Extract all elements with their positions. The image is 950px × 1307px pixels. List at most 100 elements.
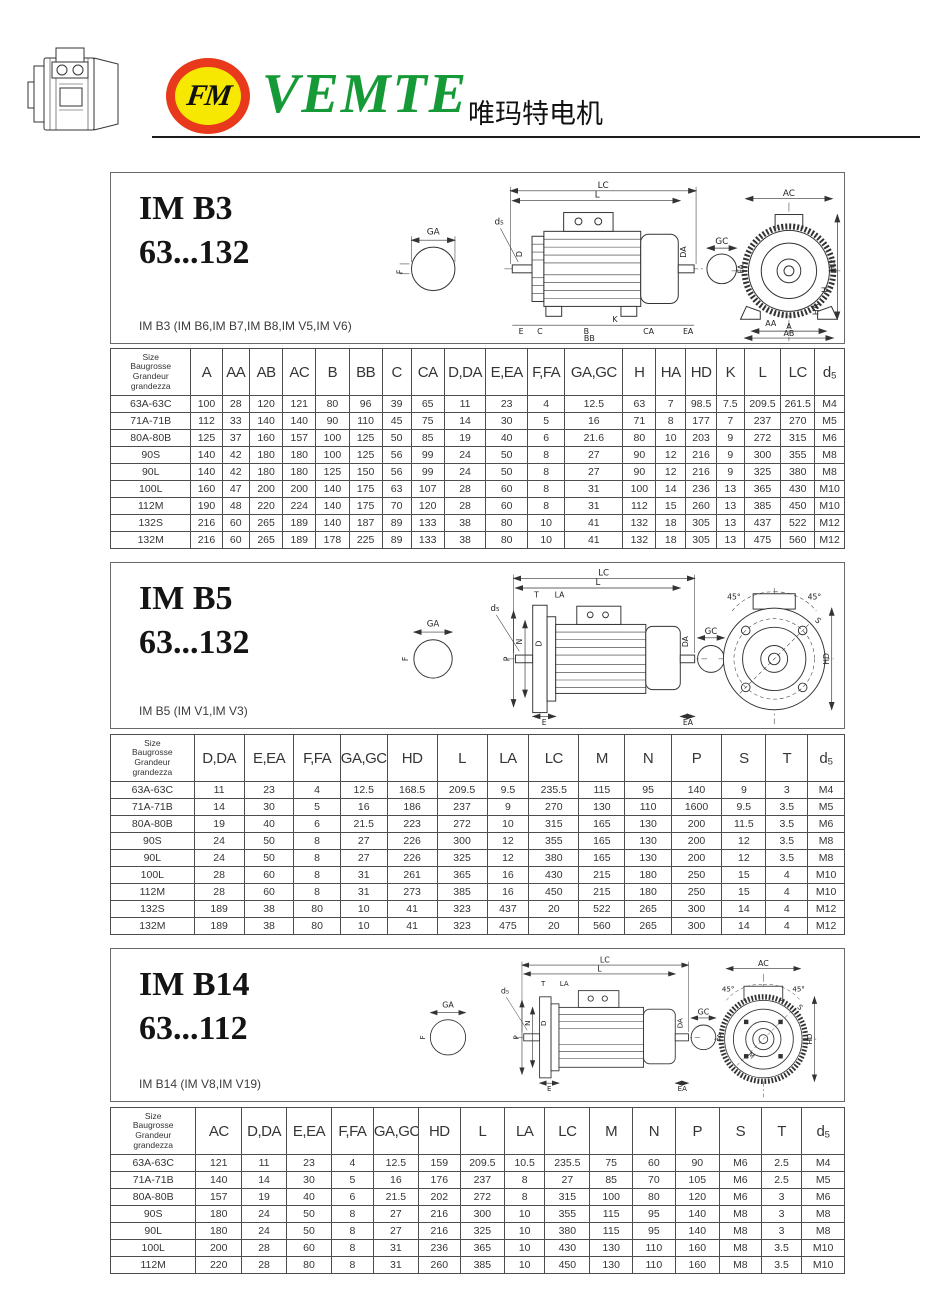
value-cell: 4: [330, 1154, 374, 1172]
dim-label-f: F: [418, 1035, 427, 1039]
dim-label-s: S: [795, 1002, 805, 1012]
size-cell: 90S: [109, 1205, 197, 1223]
value-cell: 27: [372, 1222, 419, 1240]
size-cell: 132M: [110, 917, 195, 935]
value-cell: 355: [528, 832, 580, 850]
value-cell: 60: [632, 1154, 676, 1172]
value-cell: 12.5: [339, 781, 388, 799]
value-cell: 475: [486, 917, 530, 935]
value-cell: 115: [589, 1205, 634, 1223]
value-cell: 140: [190, 446, 223, 464]
column-header: S: [721, 734, 767, 782]
column-header: HD: [417, 1107, 461, 1155]
value-cell: 115: [578, 781, 626, 799]
value-cell: 475: [743, 531, 782, 549]
value-cell: M5: [801, 1171, 845, 1189]
value-cell: 165: [578, 832, 626, 850]
value-cell: 380: [544, 1222, 591, 1240]
value-cell: 225: [348, 531, 383, 549]
value-cell: 63: [381, 480, 412, 498]
dim-label-b: B: [584, 327, 589, 336]
value-cell: 14: [721, 900, 767, 918]
value-cell: 216: [417, 1205, 461, 1223]
size-cell: 80A-80B: [109, 429, 192, 447]
size-cell: 132S: [109, 514, 192, 532]
value-cell: 450: [528, 883, 580, 901]
value-cell: 235.5: [528, 781, 580, 799]
value-cell: 180: [195, 1205, 243, 1223]
size-cell: 132S: [110, 900, 195, 918]
column-header: GA,GC: [339, 734, 388, 782]
value-cell: 80: [293, 917, 341, 935]
value-cell: M10: [814, 497, 845, 515]
value-cell: M12: [807, 900, 845, 918]
value-cell: 60: [485, 497, 528, 515]
dim-label-lc: LC: [600, 955, 610, 964]
value-cell: 202: [417, 1188, 461, 1206]
value-cell: 100: [315, 429, 350, 447]
value-cell: 237: [436, 798, 488, 816]
value-cell: 187: [348, 514, 383, 532]
value-cell: 30: [286, 1171, 332, 1189]
value-cell: 105: [674, 1171, 720, 1189]
value-cell: 4: [526, 395, 566, 413]
content-column: IM B3 63...132 IM B3 (IM B6,IM B7,IM B8,…: [109, 172, 845, 1274]
value-cell: 21.6: [564, 429, 624, 447]
column-header: N: [624, 734, 672, 782]
value-cell: 216: [685, 463, 718, 481]
value-cell: 12.5: [564, 395, 624, 413]
value-cell: 3: [760, 1205, 803, 1223]
value-cell: 12: [655, 463, 687, 481]
value-cell: 9: [486, 798, 530, 816]
value-cell: 65: [410, 395, 445, 413]
value-cell: 2.5: [760, 1154, 803, 1172]
value-cell: 430: [780, 480, 816, 498]
value-cell: 4: [765, 917, 809, 935]
value-cell: 75: [410, 412, 445, 430]
value-cell: 12.5: [372, 1154, 419, 1172]
value-cell: 200: [249, 480, 284, 498]
value-cell: 8: [293, 832, 341, 850]
value-cell: 9: [721, 781, 767, 799]
value-cell: 13: [716, 497, 745, 515]
value-cell: 272: [436, 815, 488, 833]
value-cell: M5: [814, 412, 845, 430]
size-cell: 90L: [109, 463, 192, 481]
value-cell: 80: [293, 900, 341, 918]
value-cell: 140: [674, 1205, 720, 1223]
value-cell: 80: [485, 514, 528, 532]
value-cell: 21.5: [372, 1188, 419, 1206]
value-cell: 110: [632, 1256, 676, 1274]
column-header: L: [459, 1107, 505, 1155]
value-cell: 130: [589, 1239, 634, 1257]
value-cell: M6: [718, 1188, 762, 1206]
column-header: M: [589, 1107, 634, 1155]
value-cell: 132: [622, 531, 657, 549]
value-cell: 8: [503, 1171, 546, 1189]
value-cell: 6: [330, 1188, 374, 1206]
value-cell: 99: [410, 463, 445, 481]
value-cell: 24: [241, 1222, 288, 1240]
section-imb5-caption: IM B5 (IM V1,IM V3): [139, 704, 248, 718]
value-cell: 209.5: [459, 1154, 505, 1172]
value-cell: 75: [589, 1154, 634, 1172]
value-cell: 200: [195, 1239, 243, 1257]
value-cell: 10: [486, 815, 530, 833]
dim-label-t: T: [540, 979, 546, 988]
value-cell: M8: [807, 849, 845, 867]
value-cell: 355: [780, 446, 816, 464]
size-cell: 132M: [109, 531, 192, 549]
value-cell: 28: [241, 1256, 288, 1274]
value-cell: 160: [190, 480, 223, 498]
value-cell: 200: [282, 480, 317, 498]
value-cell: M8: [718, 1239, 762, 1257]
